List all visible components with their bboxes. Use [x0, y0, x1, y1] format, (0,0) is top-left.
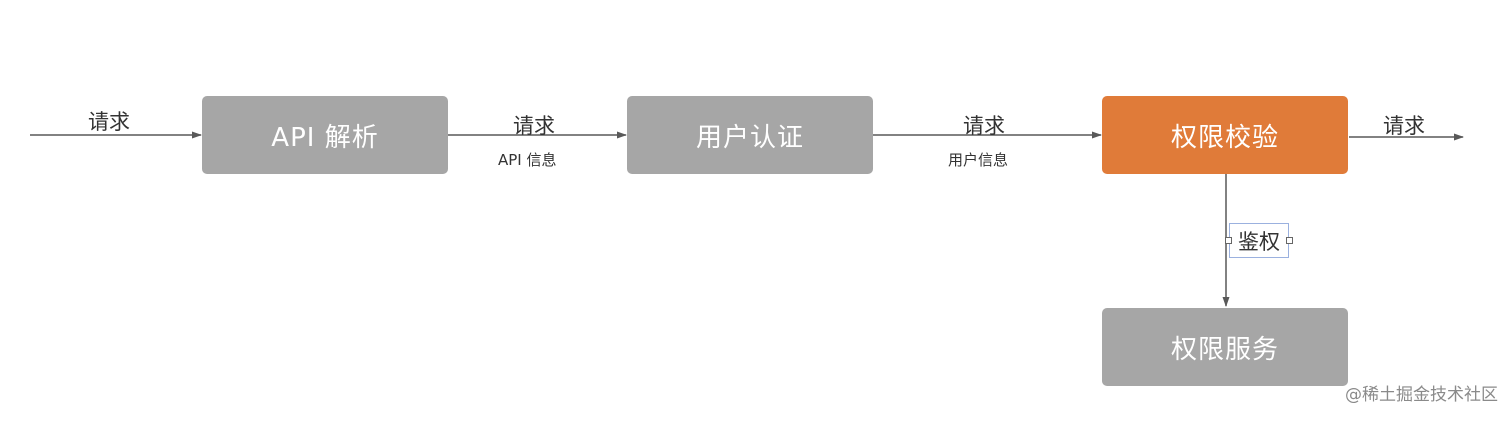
- node-user-auth: 用户认证: [627, 96, 873, 174]
- input-edge-label: 请求: [88, 110, 130, 134]
- edge-auth-check-label: 请求: [963, 114, 1005, 138]
- node-api-parse-label: API 解析: [271, 122, 379, 153]
- node-api-parse: API 解析: [202, 96, 448, 174]
- output-edge-label: 请求: [1383, 114, 1425, 138]
- watermark: @稀土掘金技术社区: [1345, 385, 1498, 405]
- node-permission-service: 权限服务: [1102, 308, 1348, 386]
- node-user-auth-label: 用户认证: [695, 122, 804, 153]
- edge-auth-label[interactable]: 鉴权: [1229, 223, 1289, 258]
- node-permission-service-label: 权限服务: [1170, 334, 1279, 365]
- resize-handle-right[interactable]: [1286, 237, 1293, 244]
- edge-api-auth-sublabel: API 信息: [498, 151, 557, 169]
- edge-auth-check-sublabel: 用户信息: [948, 151, 1009, 169]
- node-permission-check-label: 权限校验: [1170, 122, 1279, 153]
- node-permission-check: 权限校验: [1102, 96, 1348, 174]
- edge-api-auth-label: 请求: [513, 114, 555, 138]
- resize-handle-left[interactable]: [1225, 237, 1232, 244]
- edge-auth-label-text: 鉴权: [1238, 229, 1280, 254]
